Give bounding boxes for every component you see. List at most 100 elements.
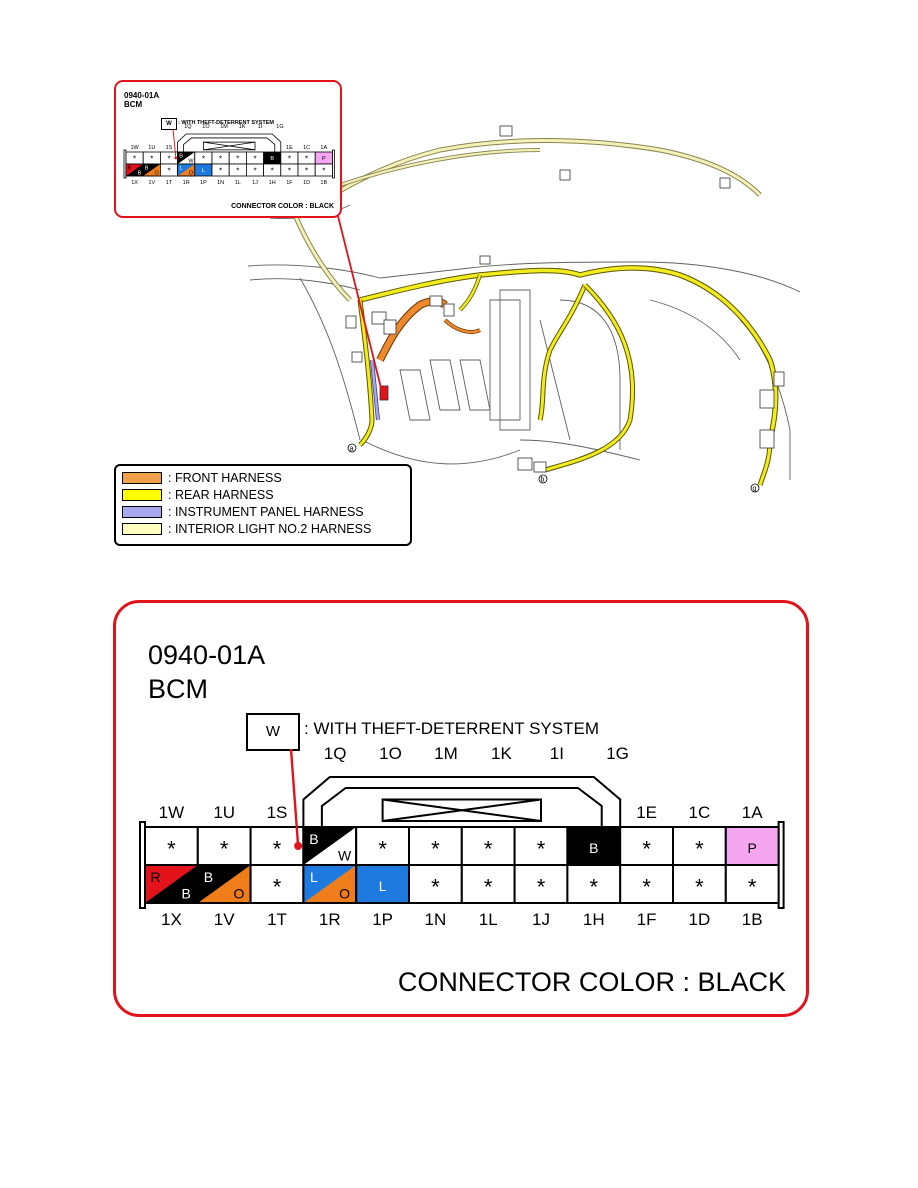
pin-label-upper: 1C (689, 803, 711, 822)
inset-name: BCM (124, 100, 143, 109)
harness-legend: : FRONT HARNESS : REAR HARNESS : INSTRUM… (114, 464, 412, 546)
pin-label-upper: 1U (148, 145, 155, 151)
panel-w-note: : WITH THEFT-DETERRENT SYSTEM (304, 719, 599, 738)
pin-wire-color: L (202, 168, 205, 174)
pin-label-bottom: 1N (425, 910, 447, 929)
connector-pin: BW (302, 826, 358, 866)
legend-swatch-front (122, 471, 162, 484)
pin-empty-mark: * (167, 837, 176, 862)
pin-wire-stripe: B (182, 885, 191, 901)
pin-label-bottom: 1J (532, 910, 550, 929)
pin-label-upper: 1U (213, 803, 235, 822)
connector-pin: * (142, 151, 161, 165)
pin-empty-mark: * (288, 166, 291, 175)
connector-pin: * (144, 826, 199, 866)
pin-label-upper: 1A (742, 803, 763, 822)
connector-pin: * (211, 151, 230, 165)
pin-empty-mark: * (305, 166, 308, 175)
rear-harness (357, 265, 779, 486)
pin-empty-mark: * (133, 154, 136, 163)
pin-wire-stripe: O (339, 885, 350, 901)
pin-empty-mark: * (150, 154, 153, 163)
panel-name: BCM (148, 674, 208, 704)
panel-w-box: W (246, 713, 300, 751)
connector-pin: * (408, 864, 463, 904)
connector-pin: * (280, 151, 299, 165)
pin-empty-mark: * (590, 875, 599, 900)
instrument-panel-harness (370, 359, 380, 421)
pin-wire-color: B (204, 869, 213, 885)
connector-pin: * (211, 163, 230, 177)
w-marker-dot (174, 156, 178, 160)
connector-pin: * (513, 864, 569, 904)
pin-label-top: 1K (239, 124, 246, 130)
pin-label-bottom: 1H (269, 180, 276, 186)
pin-empty-mark: * (484, 875, 493, 900)
pin-wire-stripe: B (138, 171, 142, 177)
point-a-label: a (350, 446, 354, 453)
legend-swatch-interior (122, 522, 162, 535)
pin-label-bottom: 1V (214, 910, 235, 929)
pin-label-upper: 1E (286, 145, 293, 151)
pin-empty-mark: * (253, 166, 256, 175)
pin-wire-color: P (748, 840, 757, 856)
pin-label-top: 1M (434, 744, 458, 763)
inset-w-box: W (161, 118, 177, 130)
pin-empty-mark: * (431, 875, 440, 900)
pin-label-bottom: 1T (267, 910, 287, 929)
connector-pin: * (619, 826, 675, 866)
pin-empty-mark: * (748, 875, 757, 900)
pin-empty-mark: * (219, 154, 222, 163)
pin-wire-color: B (589, 840, 598, 856)
pin-empty-mark: * (322, 166, 325, 175)
connector-pin: * (297, 151, 316, 165)
connector-pin: * (408, 826, 463, 866)
interior-light-harness (292, 138, 762, 302)
pin-empty-mark: * (537, 837, 546, 862)
pin-wire-stripe: W (188, 159, 194, 165)
pin-empty-mark: * (642, 875, 651, 900)
connector-pin: * (249, 864, 305, 904)
point-markers: a b g (347, 443, 760, 493)
connector-body (139, 776, 785, 909)
w-marker-line (289, 748, 300, 847)
connector-pin: * (228, 163, 247, 177)
pin-label-bottom: 1F (637, 910, 657, 929)
connector-pin: * (245, 151, 264, 165)
connector-pin: LO (177, 163, 196, 177)
connector-pin: * (245, 163, 264, 177)
leader-line (335, 207, 383, 393)
legend-item: : INSTRUMENT PANEL HARNESS (122, 505, 364, 519)
legend-swatch-rear (122, 488, 162, 501)
connector-pin: L (355, 864, 410, 904)
connector-pin: * (314, 163, 333, 177)
legend-swatch-instrument (122, 505, 162, 518)
pin-wire-color: L (180, 165, 183, 171)
pin-label-bottom: 1N (217, 180, 224, 186)
pin-label-upper: 1W (159, 803, 185, 822)
pin-empty-mark: * (695, 837, 704, 862)
connector-pin: RB (125, 163, 144, 177)
pin-empty-mark: * (271, 166, 274, 175)
pin-label-upper: 1S (166, 145, 173, 151)
w-marker-line (172, 128, 177, 159)
pin-label-bottom: 1V (148, 180, 155, 186)
connector-pin: RB (144, 864, 199, 904)
pin-empty-mark: * (167, 166, 170, 175)
pin-label-bottom: 1D (303, 180, 310, 186)
pin-empty-mark: * (273, 875, 282, 900)
pin-label-upper: 1W (130, 145, 139, 151)
pin-wire-stripe: W (338, 847, 352, 863)
pin-label-bottom: 1B (742, 910, 763, 929)
connector-pin: * (724, 864, 780, 904)
pin-label-bottom: 1X (131, 180, 138, 186)
pin-label-top: 1G (606, 744, 629, 763)
pin-label-top: 1I (550, 744, 564, 763)
connector-pin: * (297, 163, 316, 177)
pin-label-bottom: 1J (252, 180, 258, 186)
pin-wire-color: R (150, 869, 160, 885)
pin-label-top: 1Q (324, 744, 347, 763)
connector-pin: LO (302, 864, 358, 904)
